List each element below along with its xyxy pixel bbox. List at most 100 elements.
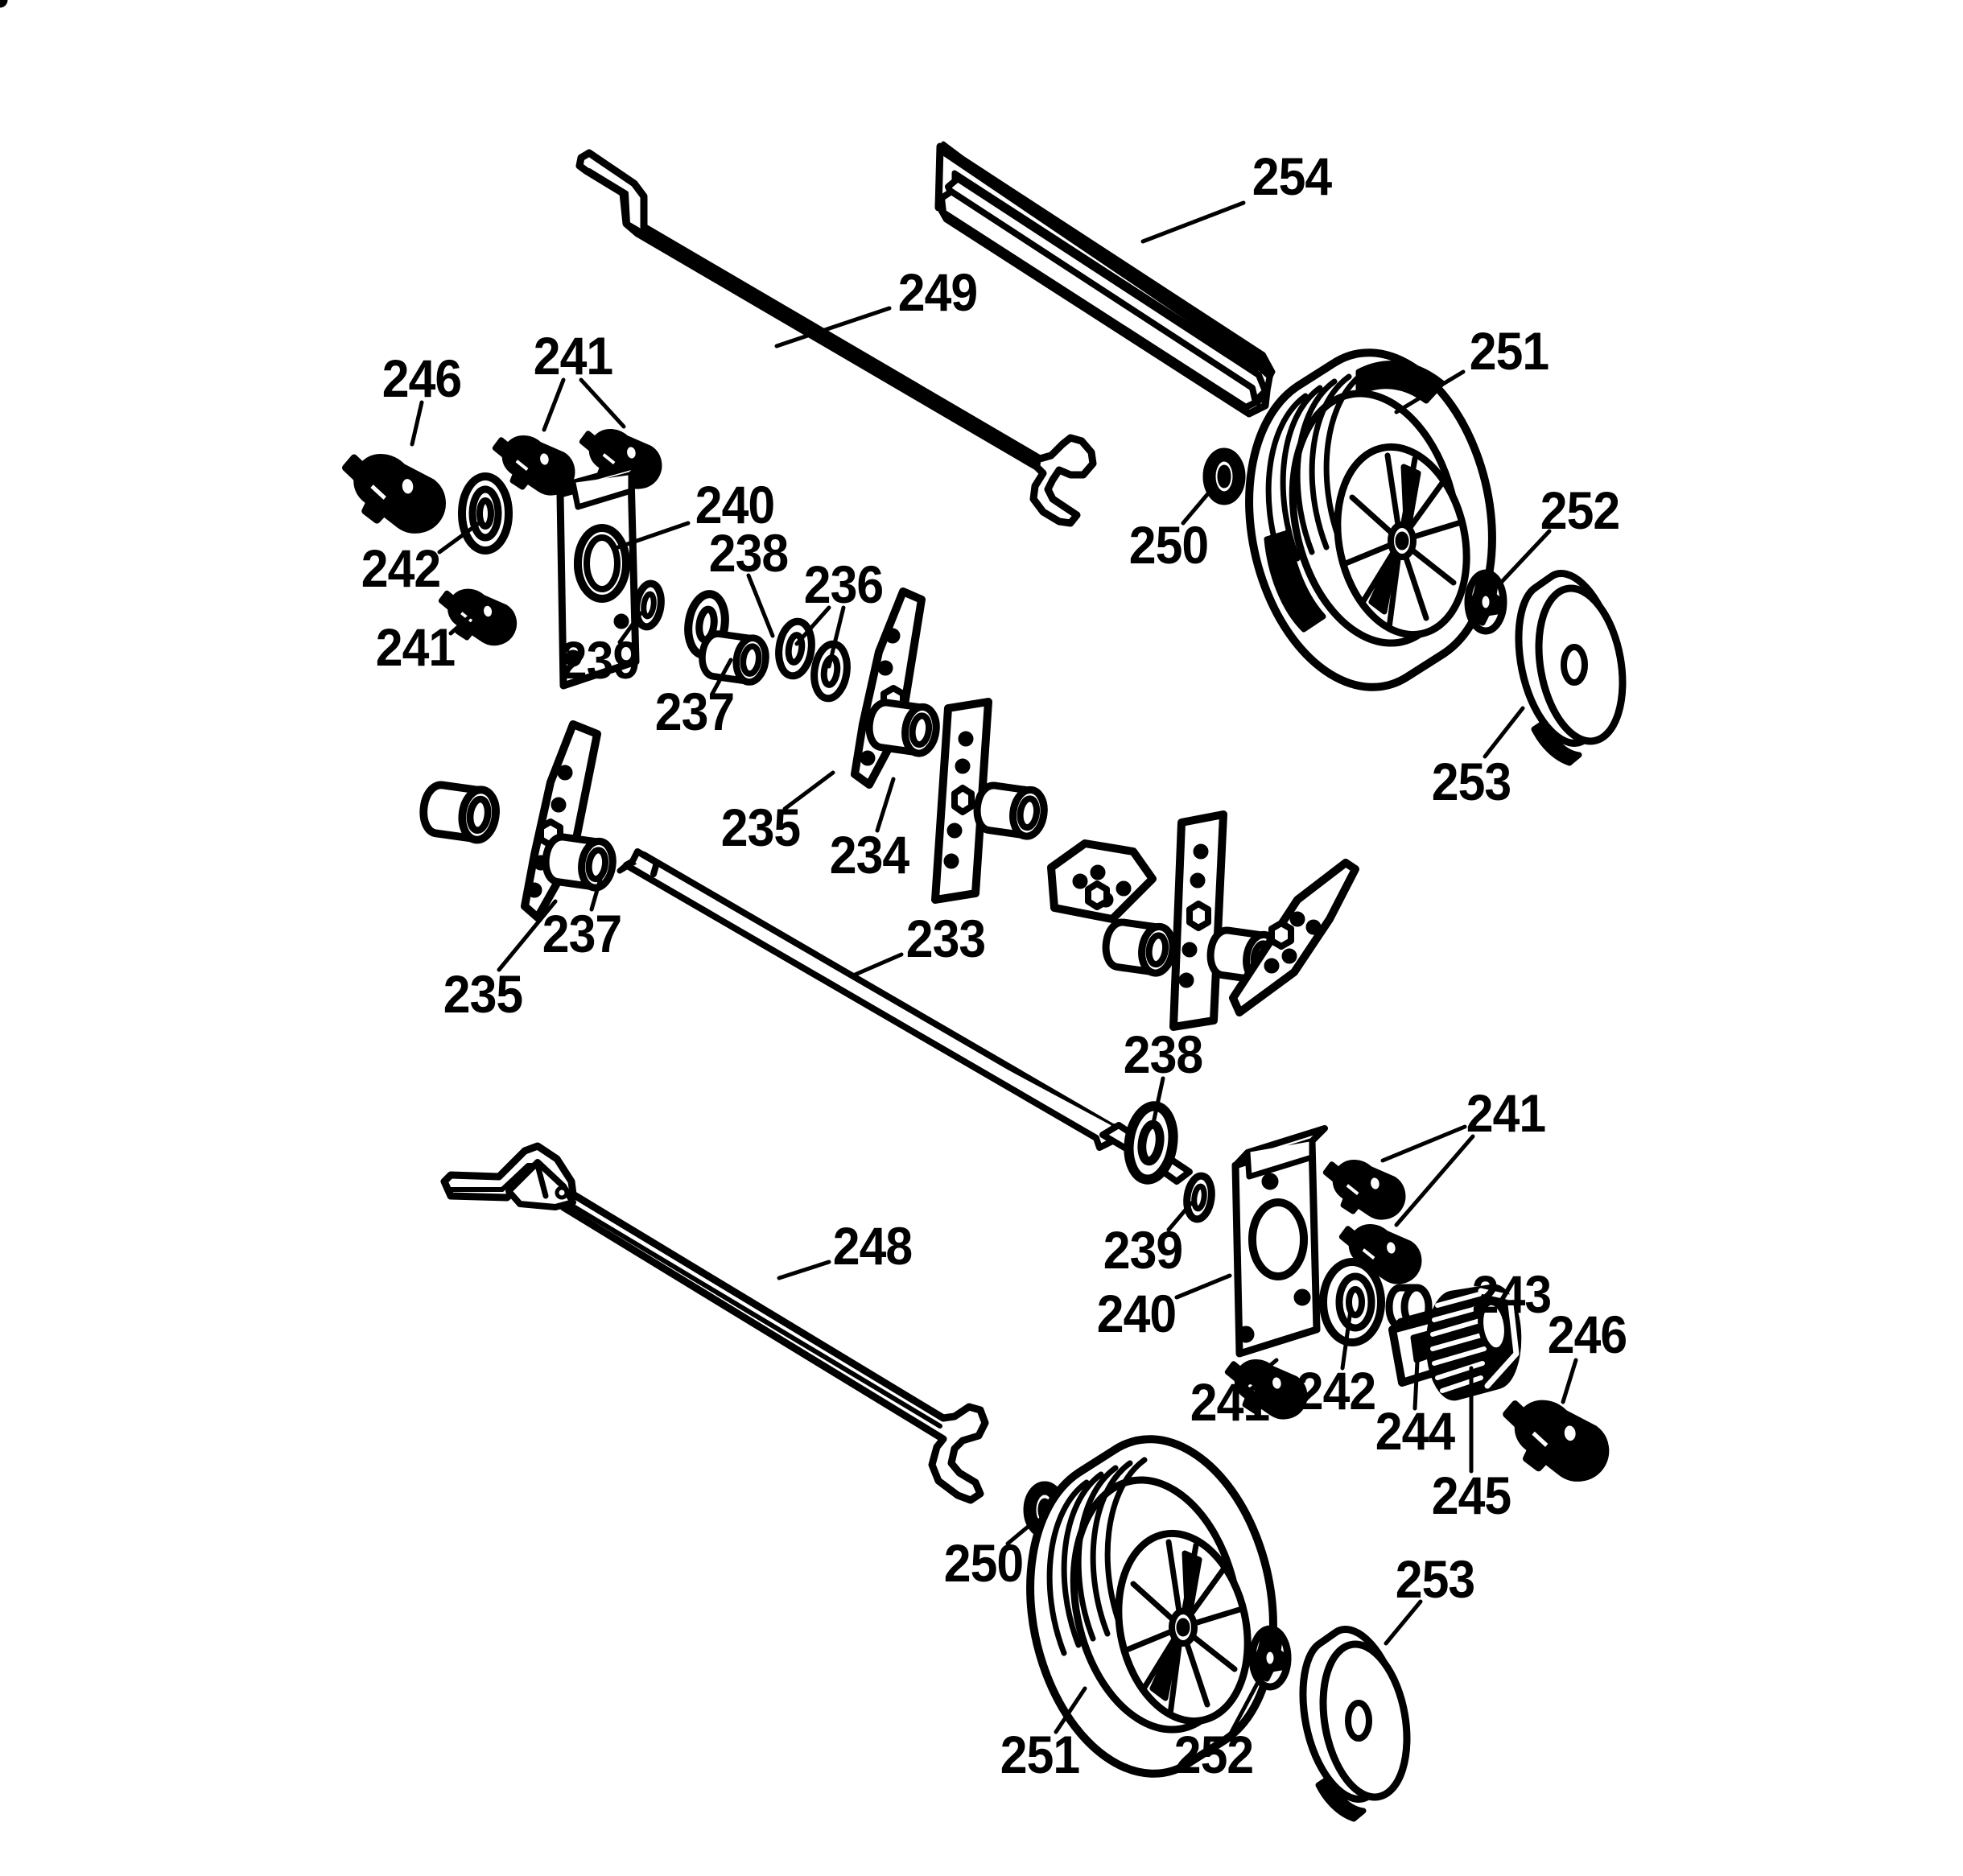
leader-line-253 [1384,1599,1423,1646]
part-237-spacer-left-b [542,835,615,890]
part-234-flat-tine-a [931,698,992,904]
leader-line-250 [1181,484,1216,526]
part-233-tine-shaft [617,848,1193,1185]
part-239-washer-thin-lower [1184,1174,1214,1221]
callout-label-235: 235 [720,798,801,857]
callout-label-237: 237 [654,682,735,741]
part-235-angled-blade-upper [851,588,926,789]
leader-line-234 [875,777,896,833]
part-251-wheel-lower [1026,1435,1277,1778]
part-242-flanged-bushing-upper [458,472,513,555]
leader-line-236 [794,605,831,646]
part-249-lift-rod-right [575,149,1097,527]
part-241-screw-lower-a [1320,1157,1408,1220]
leader-line-238 [1150,1076,1165,1129]
callout-label-251: 251 [1000,1725,1080,1784]
part-237-spacer-left-a [420,782,498,843]
leader-line-246 [410,400,424,447]
callout-label-241: 241 [375,617,456,677]
callout-label-254: 254 [1252,146,1332,206]
leader-line-241 [1247,1358,1279,1385]
part-240-bracket-lower [1231,1125,1328,1358]
leader-line-249 [774,306,892,348]
leader-line-233 [851,952,904,978]
leader-line-239 [1166,1201,1194,1232]
callout-label-250: 250 [943,1533,1024,1593]
leader-line-241 [1380,1124,1467,1163]
part-236-washer-b [810,642,850,701]
part-235-angled-blade-right [1229,859,1359,1016]
part-242-flanged-bushing-lower [1319,1258,1385,1346]
callout-label-239: 239 [1103,1220,1183,1280]
callout-label-249: 249 [897,262,978,322]
callout-label-253: 253 [1431,752,1511,811]
part-254-channel-rail [934,141,1276,418]
leader-line-235 [782,770,835,811]
part-234-flat-tine-b [1169,810,1227,1031]
leader-line-251 [1054,1686,1087,1734]
callout-label-238: 238 [1123,1025,1203,1084]
part-235-angled-blade-mid [1047,839,1157,923]
leader-line-237 [589,871,604,912]
leader-line-252 [1496,529,1552,588]
callout-label-242: 242 [361,538,441,598]
part-253-hubcap-lower [1299,1626,1411,1822]
callout-label-235: 235 [443,964,523,1024]
callout-label-241: 241 [1466,1083,1546,1143]
callout-label-253: 253 [1395,1549,1475,1609]
leader-line-239 [617,611,643,645]
leader-line-246 [1561,1358,1578,1404]
leader-line-241 [542,377,566,432]
part-240-bracket-upper [556,460,645,690]
callout-label-233: 233 [905,909,986,968]
callout-label-246: 246 [381,348,462,408]
callout-label-237: 237 [542,904,622,963]
callout-label-241: 241 [1190,1372,1270,1432]
part-251-wheel-upper [1245,348,1496,691]
callout-label-251: 251 [1469,321,1549,381]
part-237-spacer-upper [699,631,769,684]
callout-label-242: 242 [1296,1361,1376,1420]
leader-line-251 [1394,369,1466,414]
leader-line-241 [579,377,626,429]
leader-line-243 [1414,1303,1474,1322]
part-237-spacer-b [866,700,938,756]
part-246-shoulder-bolt-lower [1495,1395,1614,1484]
callout-label-236: 236 [803,555,884,614]
part-250-bearing-upper [1202,447,1246,505]
leader-line-254 [1140,200,1246,244]
leader-line-242 [437,519,484,555]
part-252-retainer-clip-lower [1248,1625,1292,1691]
leader-line-236 [827,605,846,669]
callout-label-248: 248 [832,1216,913,1276]
part-252-retainer-clip-upper [1464,569,1507,635]
callout-label-240: 240 [695,475,775,534]
callout-label-241: 241 [533,326,613,386]
leader-line-252 [1229,1681,1260,1734]
part-245-pinion-gear [1425,1284,1522,1401]
callout-label-246: 246 [1547,1305,1627,1364]
callout-label-244: 244 [1375,1401,1455,1461]
part-246-shoulder-bolt-upper [335,449,451,536]
part-239-washer-thin-upper [633,582,663,629]
part-248-lift-rod-left [440,1142,989,1504]
leader-line-242 [1340,1308,1353,1371]
callout-label-238: 238 [708,523,789,583]
callout-label-239: 239 [559,630,640,690]
callout-label-240: 240 [1096,1284,1177,1343]
callout-label-243: 243 [1471,1264,1552,1324]
leader-line-241 [1394,1134,1475,1227]
callout-label-250: 250 [1128,515,1209,575]
leader-line-241 [448,600,489,636]
part-253-hubcap-upper [1515,570,1627,766]
leader-line-238 [746,573,775,638]
leader-line-235 [497,899,558,972]
callout-label-245: 245 [1431,1466,1511,1525]
leader-line-248 [777,1260,831,1280]
leader-line-244 [1412,1343,1421,1411]
callout-label-234: 234 [829,825,909,884]
part-237-spacer-c [974,783,1046,839]
part-237-spacer-d [1103,920,1175,975]
